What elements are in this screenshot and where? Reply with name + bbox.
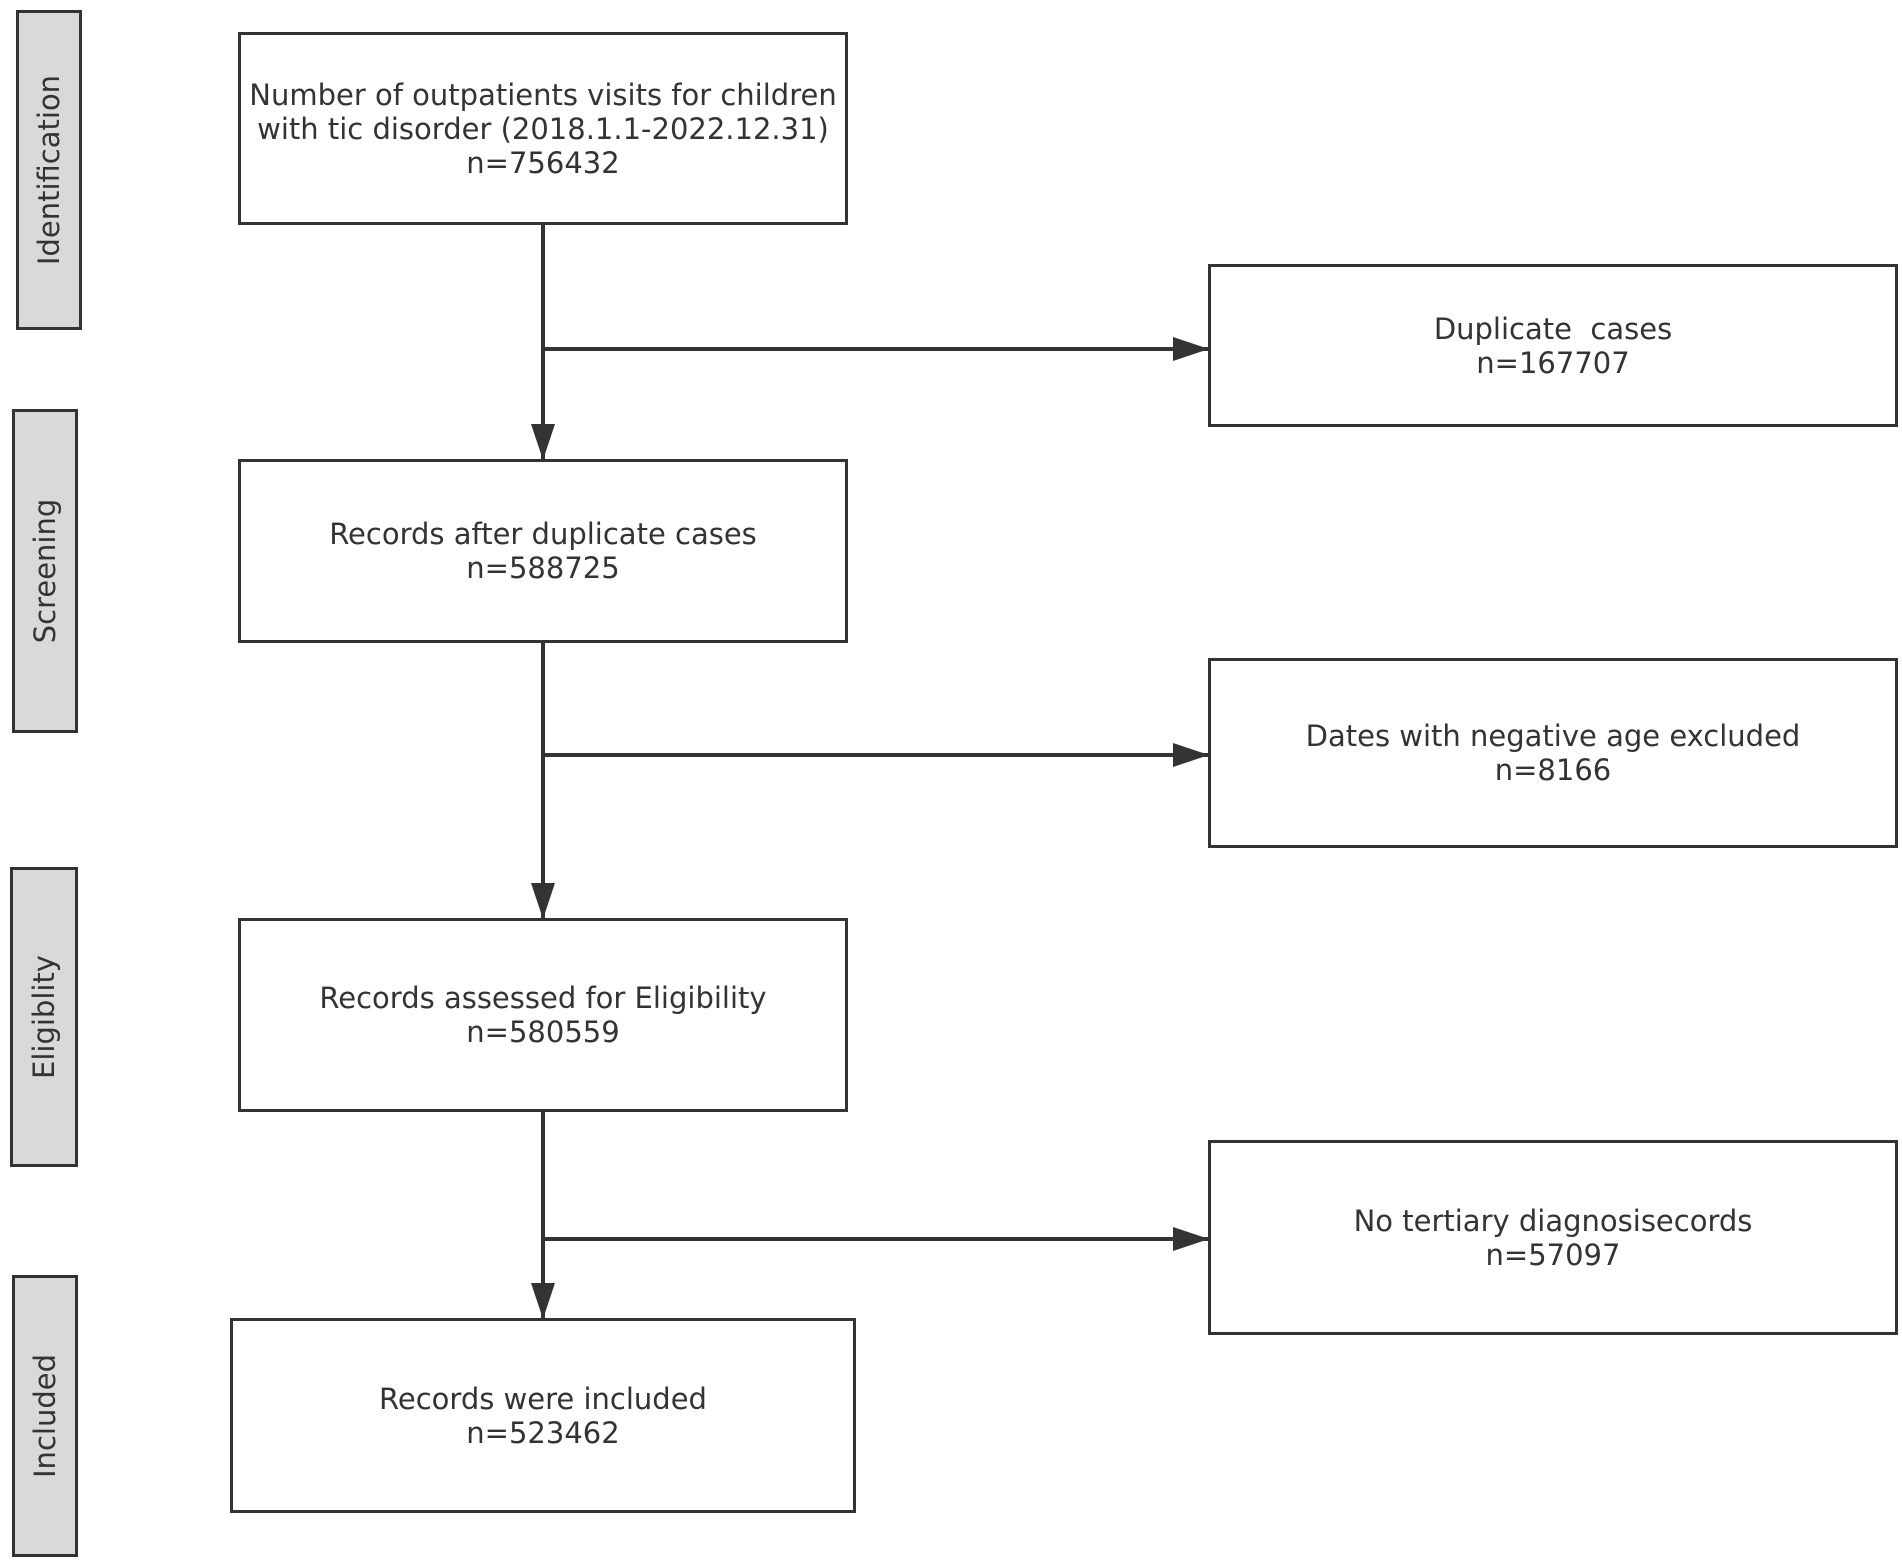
box-negative-age-line-1: Dates with negative age excluded <box>1305 719 1801 753</box>
box-assessed-eligibility: Records assessed for Eligibility n=58055… <box>238 918 848 1112</box>
box-no-tertiary-diagnosis: No tertiary diagnosisecords n=57097 <box>1208 1140 1898 1335</box>
box-outpatient-visits-count: n=756432 <box>466 145 620 180</box>
box-after-duplicates-count: n=588725 <box>466 551 620 585</box>
box-no-tertiary-diagnosis-line-1: No tertiary diagnosisecords <box>1353 1203 1753 1238</box>
box-negative-age: Dates with negative age excluded n=8166 <box>1208 658 1898 848</box>
box-duplicate-cases-count: n=167707 <box>1476 345 1630 380</box>
stage-tab-included: Included <box>12 1275 78 1557</box>
box-included-records-line-1: Records were included <box>379 1381 707 1416</box>
box-included-records: Records were included n=523462 <box>230 1318 856 1513</box>
box-outpatient-visits: Number of outpatients visits for childre… <box>238 32 848 225</box>
box-assessed-eligibility-count: n=580559 <box>466 1015 620 1049</box>
stage-tab-eligibility: Eligiblity <box>10 867 78 1167</box>
box-negative-age-count: n=8166 <box>1494 753 1612 787</box>
box-included-records-count: n=523462 <box>466 1415 620 1450</box>
box-duplicate-cases: Duplicate cases n=167707 <box>1208 264 1898 427</box>
box-no-tertiary-diagnosis-count: n=57097 <box>1485 1237 1621 1272</box>
box-after-duplicates: Records after duplicate cases n=588725 <box>238 459 848 643</box>
stage-tab-identification: Identification <box>16 10 82 330</box>
box-after-duplicates-line-1: Records after duplicate cases <box>329 517 757 551</box>
box-outpatient-visits-line-2: with tic disorder (2018.1.1-2022.12.31) <box>257 111 829 146</box>
box-assessed-eligibility-line-1: Records assessed for Eligibility <box>319 981 767 1015</box>
stage-tab-screening: Screening <box>12 409 78 733</box>
box-duplicate-cases-line-1: Duplicate cases <box>1433 311 1673 346</box>
box-outpatient-visits-line-1: Number of outpatients visits for childre… <box>249 77 837 112</box>
